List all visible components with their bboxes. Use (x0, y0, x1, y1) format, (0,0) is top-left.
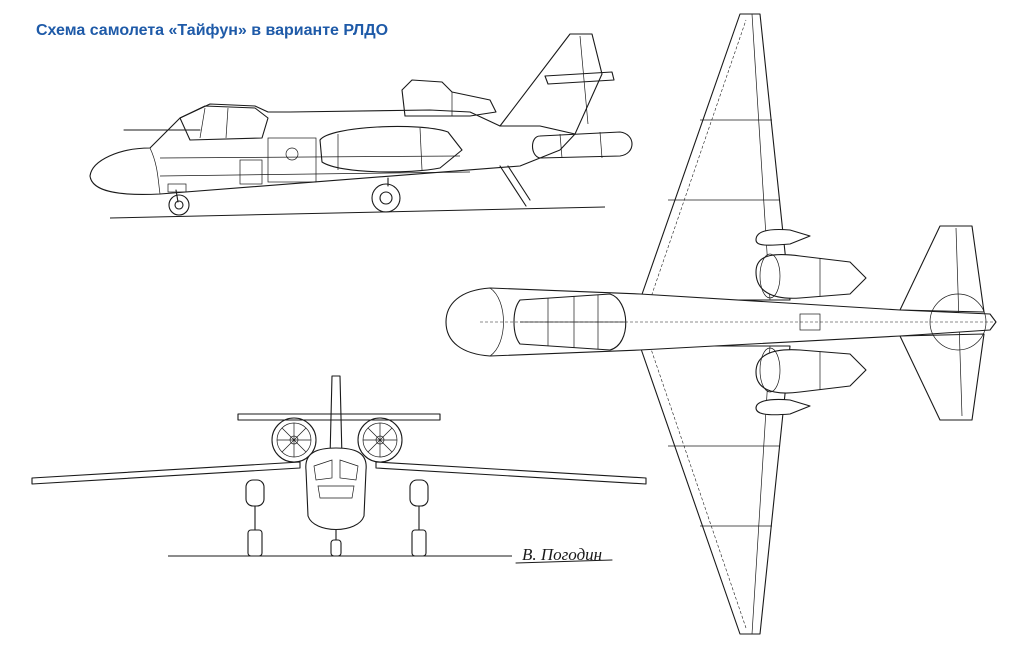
top-view-lower-pod (755, 398, 811, 416)
top-view-upper-engine (755, 254, 867, 299)
front-view-left-wing (31, 461, 301, 485)
author-signature: В. Погодин (515, 545, 613, 564)
side-view (89, 33, 633, 219)
side-view-door (267, 137, 317, 183)
front-view-right-wing (375, 461, 647, 485)
top-view-lower-engine (755, 349, 867, 394)
side-view-nose-wheel (168, 194, 190, 216)
front-view-right-tank (409, 479, 429, 507)
front-view (31, 375, 647, 557)
side-view-canopy (179, 105, 269, 141)
front-view-nose-wheel (330, 539, 342, 557)
front-view-left-tank (245, 479, 265, 507)
top-view-lower-wing (639, 345, 791, 635)
top-view (445, 13, 997, 635)
front-view-left-wheel (247, 529, 263, 557)
side-view-tail-strut (499, 165, 527, 207)
front-view-right-wheel (411, 529, 427, 557)
front-view-right-engine (357, 417, 403, 463)
top-view-upper-pod (755, 228, 811, 246)
side-view-roundel (285, 147, 299, 161)
side-view-dorsal-intake (401, 79, 497, 117)
side-view-engine-nacelle (319, 125, 463, 173)
front-view-horizontal-tail (237, 413, 441, 421)
top-view-upper-stabilizer (899, 225, 985, 313)
front-view-left-engine (271, 417, 317, 463)
front-view-vertical-tail (329, 375, 343, 459)
front-view-fuselage (305, 447, 367, 531)
side-view-tip-tank (531, 131, 633, 159)
side-view-fuselage (89, 103, 576, 195)
side-view-ground-line (109, 206, 606, 219)
side-view-horizontal-tail (544, 71, 615, 85)
side-view-hatch (239, 159, 263, 185)
drawing-title: Схема самолета «Тайфун» в варианте РЛДО (36, 22, 389, 39)
top-view-lower-stabilizer (899, 333, 985, 421)
side-view-radome-seam (149, 147, 161, 195)
side-view-vertical-tail (499, 33, 603, 135)
side-view-main-wheel (371, 183, 401, 213)
top-view-radar-dome (929, 293, 987, 351)
top-view-canopy (513, 293, 627, 351)
signature-text: В. Погодин (522, 545, 602, 564)
